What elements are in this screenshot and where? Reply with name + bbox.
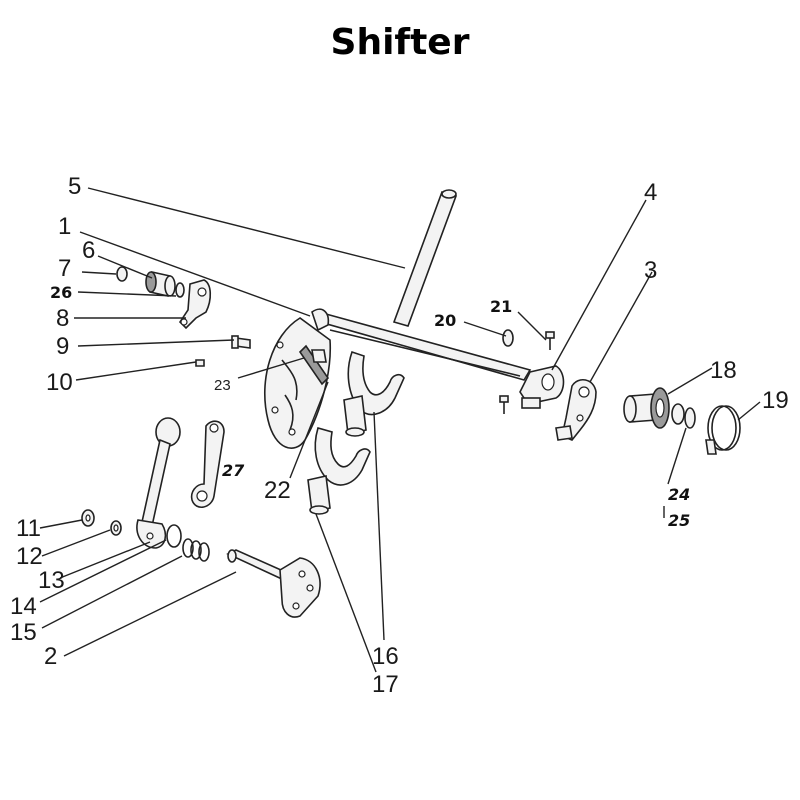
callout-17: 17 bbox=[372, 671, 399, 698]
callout-labels: 5 1 6 7 26 8 9 10 23 22 4 3 20 21 18 19 … bbox=[10, 173, 789, 698]
callout-24: 24 bbox=[668, 485, 690, 504]
callout-18: 18 bbox=[710, 357, 737, 384]
part-10-pin bbox=[195, 359, 205, 367]
callout-26: 26 bbox=[50, 283, 72, 302]
callout-22: 22 bbox=[264, 477, 291, 504]
callout-5: 5 bbox=[68, 173, 81, 200]
leader-lines bbox=[39, 187, 761, 673]
part-6-bushing bbox=[145, 271, 176, 297]
part-2-selector-shaft bbox=[226, 549, 321, 618]
callout-20: 20 bbox=[434, 311, 456, 330]
part-17-lower-fork bbox=[307, 427, 371, 515]
callout-23: 23 bbox=[214, 377, 231, 394]
callout-11: 11 bbox=[16, 515, 41, 542]
callout-15: 15 bbox=[10, 619, 37, 646]
diagram-title: Shifter bbox=[330, 22, 470, 63]
callout-10: 10 bbox=[46, 369, 73, 396]
callout-25: 25 bbox=[668, 511, 690, 530]
part-16-upper-fork bbox=[343, 350, 405, 437]
part-4-bearing-block bbox=[519, 365, 565, 409]
callout-21: 21 bbox=[490, 297, 512, 316]
callout-13: 13 bbox=[38, 567, 65, 594]
callout-16: 16 bbox=[372, 643, 399, 670]
callout-19: 19 bbox=[762, 387, 789, 414]
part-18-gear-hub bbox=[623, 387, 670, 429]
part-27-link bbox=[190, 420, 225, 508]
callout-4: 4 bbox=[644, 179, 657, 206]
part-12-washer bbox=[110, 520, 122, 536]
part-11-washer bbox=[81, 509, 95, 527]
part-23-detent-lever bbox=[298, 344, 330, 386]
part-3-lever-plate bbox=[555, 379, 597, 441]
callout-3: 3 bbox=[644, 257, 657, 284]
callout-8: 8 bbox=[56, 305, 69, 332]
callout-14: 14 bbox=[10, 593, 37, 620]
part-5-rod bbox=[392, 189, 458, 327]
part-20-ring bbox=[502, 329, 514, 347]
part-9-bolt bbox=[231, 335, 251, 349]
callout-6: 6 bbox=[82, 237, 95, 264]
part-14-spring bbox=[166, 524, 182, 548]
callout-12: 12 bbox=[16, 543, 43, 570]
callout-1: 1 bbox=[58, 213, 71, 240]
callout-9: 9 bbox=[56, 333, 69, 360]
callout-2: 2 bbox=[44, 643, 57, 670]
part-26-ring bbox=[175, 282, 185, 298]
part-13-shift-lever bbox=[136, 417, 181, 549]
callout-7: 7 bbox=[58, 255, 71, 282]
part-8-bracket bbox=[178, 279, 212, 330]
part-15-spring-washers bbox=[182, 538, 210, 562]
part-19-clamp bbox=[705, 405, 741, 455]
part-7-ring bbox=[116, 266, 128, 282]
callout-27: 27 bbox=[222, 461, 245, 480]
part-24-25-rings bbox=[671, 403, 696, 429]
part-21-screws bbox=[499, 331, 555, 414]
